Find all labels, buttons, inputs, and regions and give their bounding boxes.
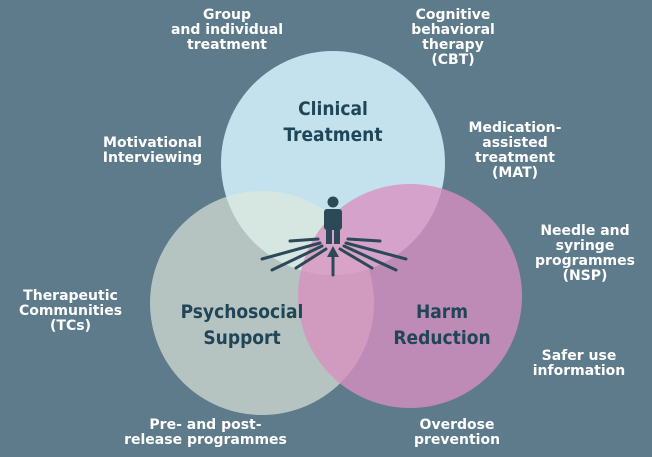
person-leg-left-icon bbox=[326, 228, 332, 244]
person-leg-right-icon bbox=[334, 228, 340, 244]
person-body-icon bbox=[324, 209, 342, 230]
arrowhead-up-icon bbox=[327, 246, 339, 257]
label-overdose-prevention: Overdose prevention bbox=[413, 417, 501, 448]
path-arrows-icon bbox=[260, 237, 408, 277]
label-pre-post-release-programmes: Pre- and post- release programmes bbox=[124, 417, 287, 448]
label-nsp: Needle and syringe programmes (NSP) bbox=[535, 223, 635, 284]
person-at-crossroads-icon bbox=[260, 196, 408, 277]
clinical-treatment-title: Clinical Treatment bbox=[283, 98, 383, 146]
label-therapeutic-communities: Therapeutic Communities (TCs) bbox=[18, 288, 123, 334]
label-cbt: Cognitive behavioral therapy (CBT) bbox=[411, 7, 495, 68]
person-head-icon bbox=[327, 196, 339, 208]
label-mat: Medication- assisted treatment (MAT) bbox=[468, 120, 562, 181]
psychosocial-support-title: Psychosocial Support bbox=[180, 301, 304, 349]
harm-reduction-title: Harm Reduction bbox=[393, 301, 491, 349]
label-motivational-interviewing: Motivational Interviewing bbox=[102, 135, 203, 166]
label-safer-use-information: Safer use information bbox=[532, 348, 626, 379]
label-group-individual-treatment: Group and individual treatment bbox=[170, 7, 284, 53]
